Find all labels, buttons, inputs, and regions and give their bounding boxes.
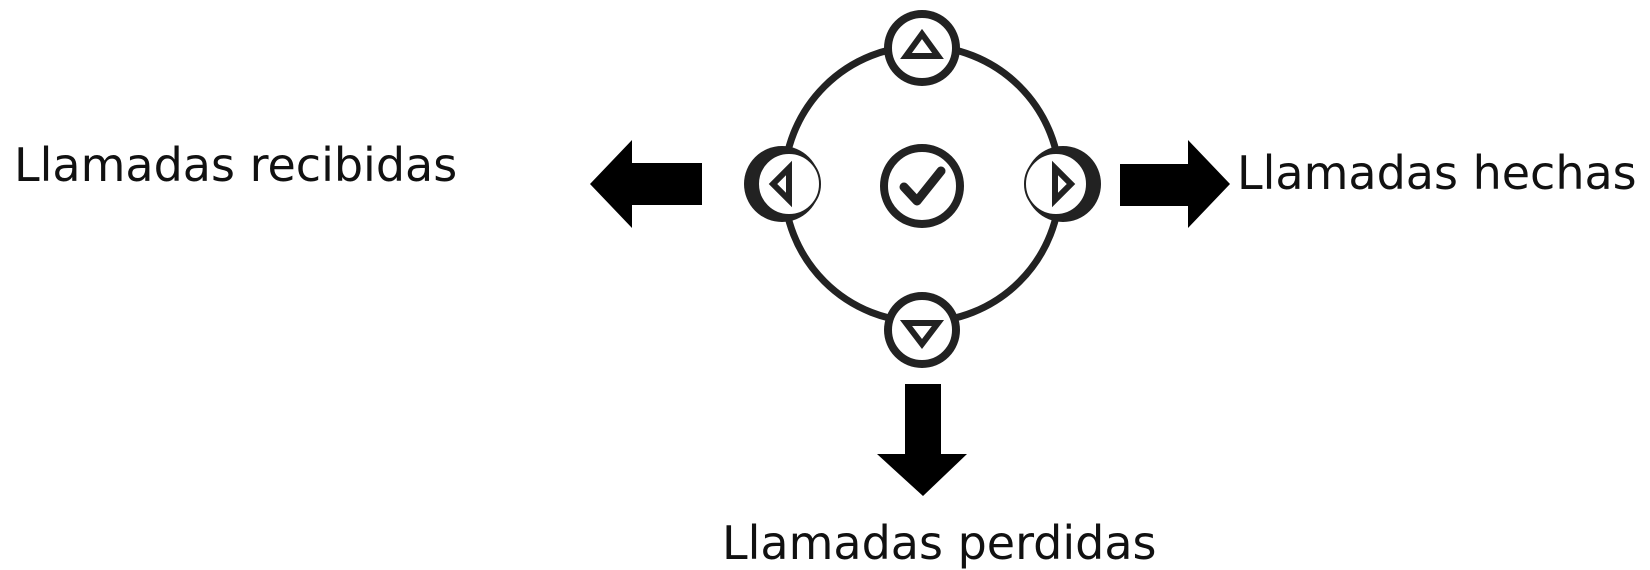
arrow-left-icon xyxy=(590,140,702,228)
arrow-right-icon xyxy=(1120,140,1230,228)
received-calls-label: Llamadas recibidas xyxy=(14,138,458,192)
nav-right-button[interactable] xyxy=(1024,146,1101,222)
right-triangle-icon xyxy=(1052,160,1076,208)
missed-calls-label: Llamadas perdidas xyxy=(722,516,1157,570)
down-triangle-icon xyxy=(899,320,945,349)
arrow-down-icon xyxy=(877,384,967,496)
nav-left-button[interactable] xyxy=(744,146,821,222)
checkmark-icon xyxy=(899,166,946,206)
nav-ok-button[interactable] xyxy=(880,144,964,228)
up-triangle-icon xyxy=(900,28,944,59)
nav-up-button[interactable] xyxy=(884,10,960,86)
nav-down-button[interactable] xyxy=(884,292,960,368)
left-triangle-icon xyxy=(768,160,792,208)
dialed-calls-label: Llamadas hechas xyxy=(1237,146,1637,200)
